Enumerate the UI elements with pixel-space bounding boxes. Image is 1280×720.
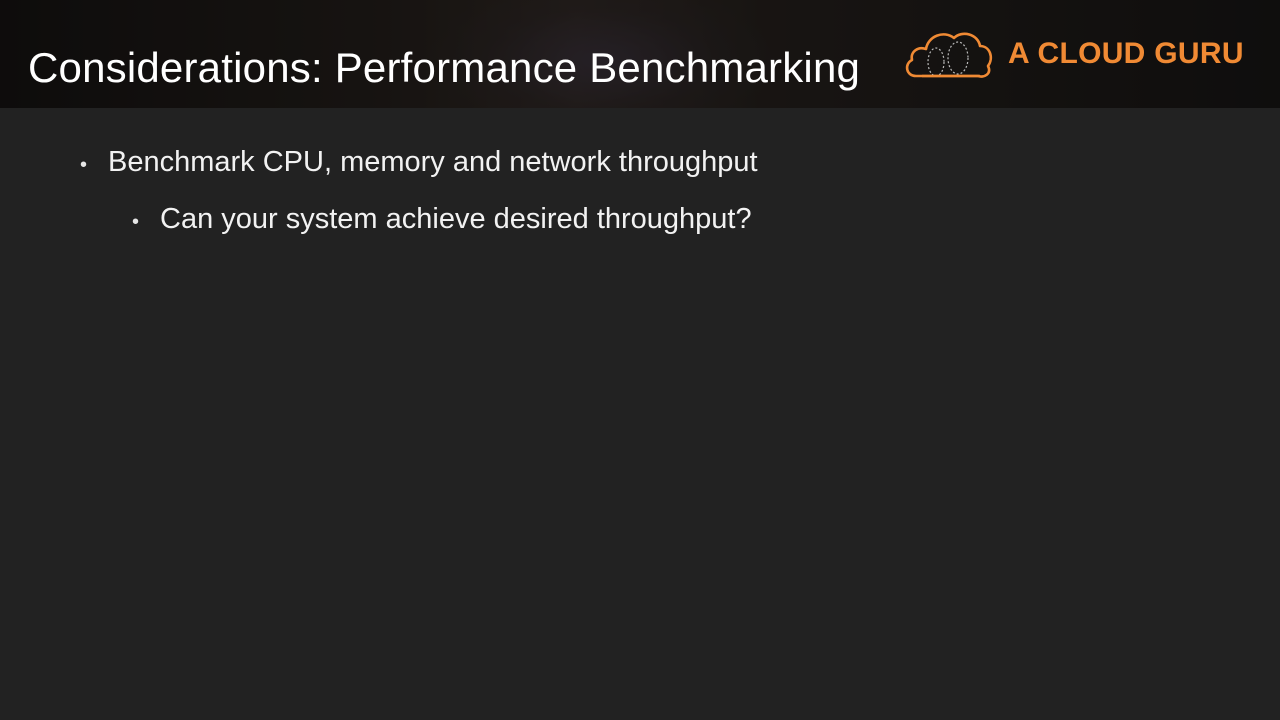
sub-bullet-item: • Can your system achieve desired throug…	[132, 203, 752, 236]
bullet-text: Benchmark CPU, memory and network throug…	[108, 146, 758, 178]
sub-bullet-text: Can your system achieve desired throughp…	[160, 203, 752, 235]
slide-header: Considerations: Performance Benchmarking…	[0, 0, 1280, 108]
bullet-dot-icon: •	[80, 154, 88, 176]
cloud-logo-icon	[902, 26, 994, 82]
bullet-item: • Benchmark CPU, memory and network thro…	[80, 146, 758, 179]
brand-logo: A CLOUD GURU	[902, 26, 1244, 82]
slide-title: Considerations: Performance Benchmarking	[28, 44, 861, 91]
brand-name: A CLOUD GURU	[1008, 37, 1244, 70]
bullet-dot-icon: •	[132, 211, 140, 233]
